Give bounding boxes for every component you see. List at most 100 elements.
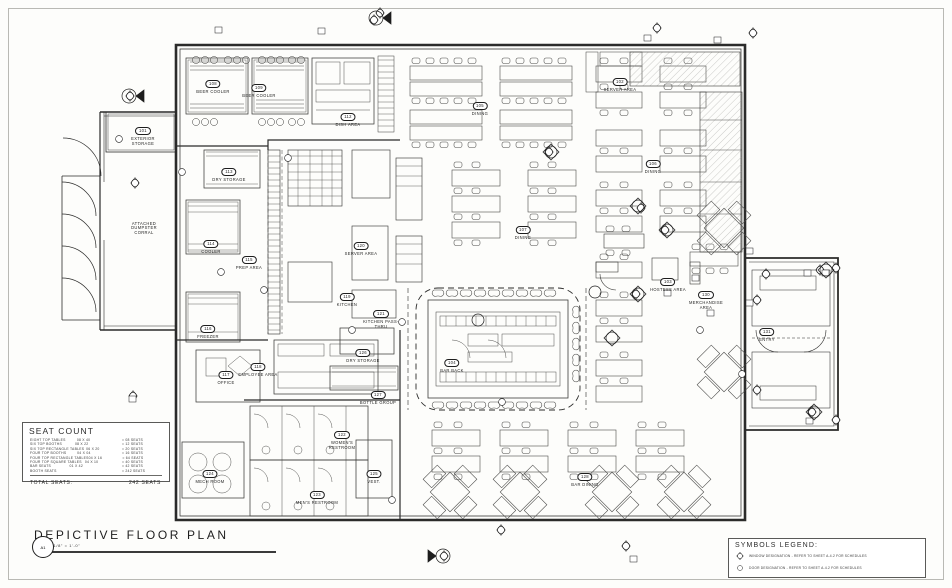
symbols-legend-rows: WINDOW DESIGNATION - REFER TO SHEET A-4.… xyxy=(729,550,925,574)
seat-type: SIX TOP RECTANGLE TABLES xyxy=(30,446,85,451)
room-name: FREEZER xyxy=(197,334,219,340)
seat-type: FOUR TOP RECTANGLE TABLES xyxy=(30,455,89,460)
room-name: BEER COOLER xyxy=(242,93,276,99)
seat-count-divider xyxy=(30,475,162,477)
seat-count-value: 06 X 20 xyxy=(86,446,100,451)
seat-count-row: EIGHT TOP TABLES 08 X 40 = 08 SEATS xyxy=(23,438,169,442)
room-name: BAR DINING xyxy=(571,482,599,488)
room-name: MEN'S RESTROOM xyxy=(295,500,339,506)
room-number: 108 xyxy=(205,80,221,88)
seat-count-value: 08 X 40 xyxy=(76,438,91,442)
seat-count-value: 08 X 22 xyxy=(74,442,89,447)
room-name: DRY STORAGE xyxy=(346,358,380,364)
seat-count-table: SEAT COUNT EIGHT TOP TABLES 08 X 40 = 08 S… xyxy=(22,422,170,486)
room-name: BEER COOLER xyxy=(196,89,230,95)
room-number: 122 xyxy=(334,431,350,439)
seat-total-value: = 08 SEATS xyxy=(121,438,143,442)
room-number: 114 xyxy=(203,240,219,248)
room-number: 121 xyxy=(373,310,389,318)
room-name: DRY STORAGE xyxy=(212,177,246,183)
room-number: 125 xyxy=(366,470,382,478)
room-number: 117 xyxy=(218,371,234,379)
room-name: SERVER AREA xyxy=(603,87,637,93)
seat-count-rows: EIGHT TOP TABLES 08 X 40 = 08 SEATS SIX TOP… xyxy=(23,438,169,473)
scale-note: SCALE: 1/8" = 1'-0" xyxy=(34,543,81,548)
detail-reference-bubble: A1 xyxy=(32,536,54,558)
seat-count-value: 01 X 42 xyxy=(69,464,83,469)
room-number: 126 xyxy=(355,349,371,357)
room-name: DINING xyxy=(514,235,532,241)
room-number: 106 xyxy=(645,160,661,168)
symbols-legend-text: WINDOW DESIGNATION - REFER TO SHEET A-4.… xyxy=(749,554,867,558)
seat-count-total-label: TOTAL SEATS: xyxy=(30,480,73,487)
room-name: ENTRY xyxy=(759,337,775,343)
seat-count-total: TOTAL SEATS: 242 SEATS xyxy=(23,477,169,486)
seat-count-heading: SEAT COUNT xyxy=(29,426,94,436)
seat-total-value: = 12 SEATS xyxy=(121,442,143,447)
room-name: HOSTESS AREA xyxy=(650,287,686,293)
room-number: 104 xyxy=(444,359,460,367)
seat-count-value: 04 X 10 xyxy=(84,460,99,465)
room-number: 119 xyxy=(339,293,355,301)
room-number: 102 xyxy=(612,78,628,86)
symbols-legend-text: DOOR DESIGNATION - REFER TO SHEET A-4.2 … xyxy=(749,566,862,570)
room-name: VEST. xyxy=(367,479,381,485)
seat-type: BOOTH SEATS xyxy=(30,468,57,473)
seat-type: EIGHT TOP TABLES xyxy=(30,438,66,442)
seat-total-value: = 40 SEATS xyxy=(121,460,143,465)
room-number: 109 xyxy=(251,84,267,92)
room-name: EMPLOYEE AREA xyxy=(238,372,278,378)
room-name: KITCHEN PASS-THRU xyxy=(363,319,399,329)
seat-total-value: = 16 SEATS xyxy=(122,451,144,456)
door-designation-icon xyxy=(737,565,743,571)
room-number: 123 xyxy=(309,491,325,499)
seat-count-value xyxy=(72,469,106,473)
room-number: 103 xyxy=(660,278,676,286)
room-number: 118 xyxy=(250,363,266,371)
seat-type: FOUR TOP BOOTHS xyxy=(30,451,67,456)
room-name: MERCHANDISE AREA xyxy=(688,300,724,310)
page-title: DEPICTIVE FLOOR PLAN xyxy=(34,528,229,542)
room-number: 115 xyxy=(241,256,257,264)
room-number: 116 xyxy=(200,325,216,333)
seat-count-row: FOUR TOP BOOTHS 04 X 04 = 16 SEATS xyxy=(23,451,169,455)
seat-count-value: 04 X 04 xyxy=(77,451,91,456)
sheet-title-block: DEPICTIVE FLOOR PLAN SCALE: 1/8" = 1'-0" xyxy=(34,528,229,548)
room-number: 127 xyxy=(370,391,386,399)
room-name: WOMEN'S RESTROOM xyxy=(328,440,356,450)
room-name: MECH ROOM xyxy=(195,479,225,485)
room-number: 101 xyxy=(135,127,151,135)
room-name: DISH AREA xyxy=(335,122,361,128)
room-number: 124 xyxy=(202,470,218,478)
seat-total-value: = 64 SEATS xyxy=(122,455,144,460)
symbols-legend-heading: SYMBOLS LEGEND: xyxy=(735,542,819,549)
room-number: 128 xyxy=(577,473,593,481)
room-name: BOTTLE GROUP xyxy=(359,400,397,406)
room-number: 130 xyxy=(698,291,714,299)
window-designation-icon xyxy=(736,551,744,561)
room-name: BAR BACK xyxy=(440,368,464,374)
symbols-legend-row: DOOR DESIGNATION - REFER TO SHEET A-4.2 … xyxy=(729,562,925,574)
seat-type: FOUR TOP SQUARE TABLES xyxy=(30,460,82,465)
room-number: 131 xyxy=(759,328,775,336)
